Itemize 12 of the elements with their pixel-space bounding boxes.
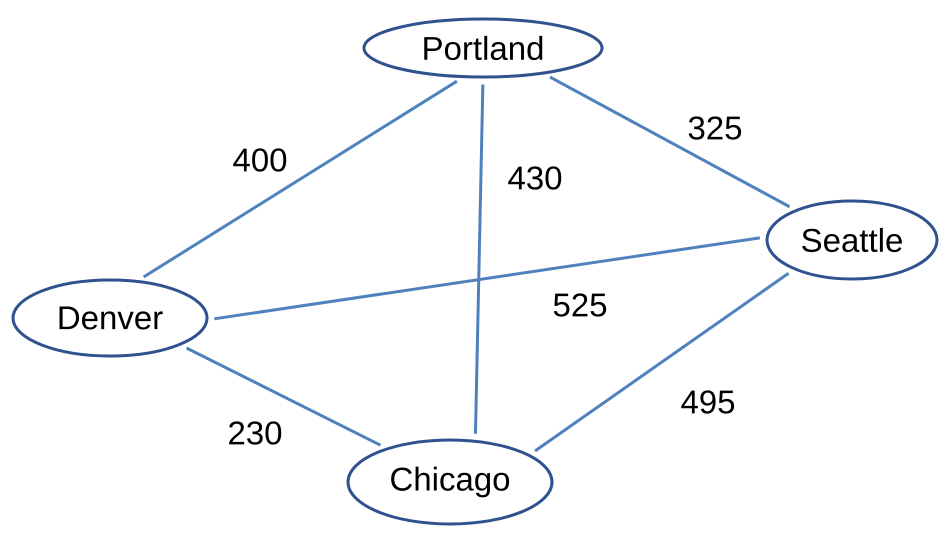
distance-label: 495 [681, 390, 734, 414]
connector-line [214, 236, 760, 320]
distance-label: 430 [508, 166, 562, 190]
connector-line [142, 80, 458, 278]
distance-label: 525 [554, 293, 606, 317]
connector-line [186, 346, 382, 447]
distance-label: 230 [229, 421, 282, 445]
connector-line [474, 84, 484, 434]
connector-line [549, 76, 790, 208]
distance-label: 400 [233, 148, 286, 172]
distance-label: 325 [688, 116, 742, 140]
connector-line [534, 272, 790, 452]
